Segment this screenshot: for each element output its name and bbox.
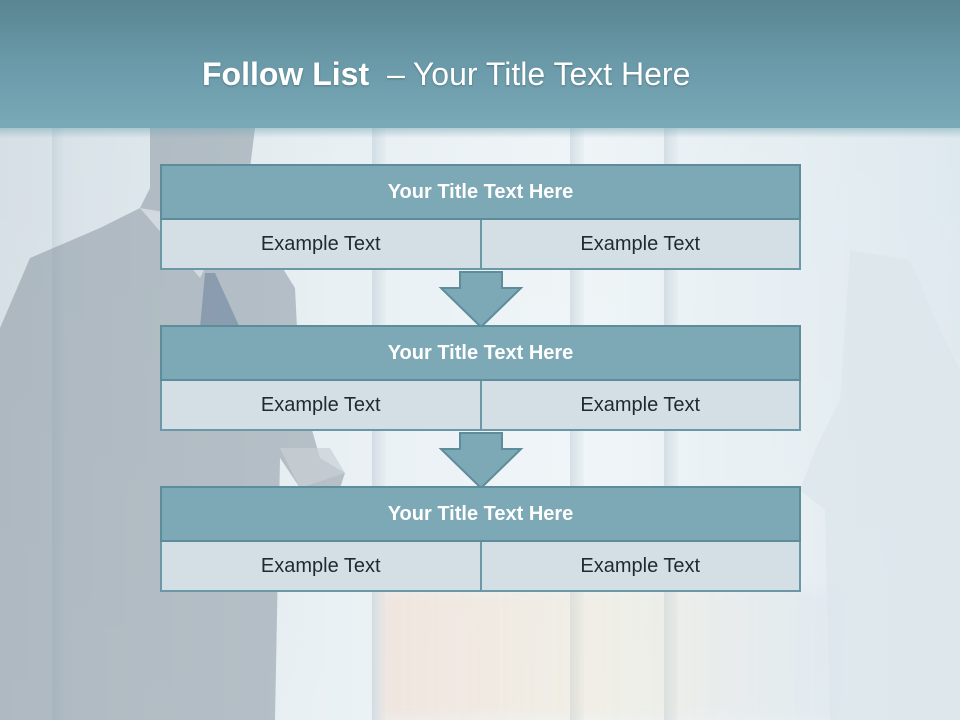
step-row: Example Text Example Text xyxy=(160,220,801,270)
step-cell-right: Example Text xyxy=(481,542,801,592)
down-arrow-icon xyxy=(438,432,524,490)
step-row: Example Text Example Text xyxy=(160,542,801,592)
title-text: Your Title Text Here xyxy=(412,56,691,92)
step-box: Your Title Text Here Example Text Exampl… xyxy=(160,486,801,592)
step-title: Your Title Text Here xyxy=(160,164,801,220)
step-title: Your Title Text Here xyxy=(160,486,801,542)
step-cell-left: Example Text xyxy=(160,542,482,592)
title-separator: – xyxy=(387,56,405,92)
step-row: Example Text Example Text xyxy=(160,381,801,431)
title-banner xyxy=(0,0,960,128)
step-box: Your Title Text Here Example Text Exampl… xyxy=(160,164,801,270)
step-cell-right: Example Text xyxy=(481,381,801,431)
step-title: Your Title Text Here xyxy=(160,325,801,381)
reflection-silhouette xyxy=(800,250,960,720)
step-cell-right: Example Text xyxy=(481,220,801,270)
step-cell-left: Example Text xyxy=(160,220,482,270)
slide-title: Follow List–Your Title Text Here xyxy=(202,56,690,93)
down-arrow-icon xyxy=(438,271,524,329)
city-skyline-blur xyxy=(380,590,840,720)
title-bold: Follow List xyxy=(202,56,370,92)
step-cell-left: Example Text xyxy=(160,381,482,431)
step-box: Your Title Text Here Example Text Exampl… xyxy=(160,325,801,431)
title-banner-fade xyxy=(0,120,960,138)
